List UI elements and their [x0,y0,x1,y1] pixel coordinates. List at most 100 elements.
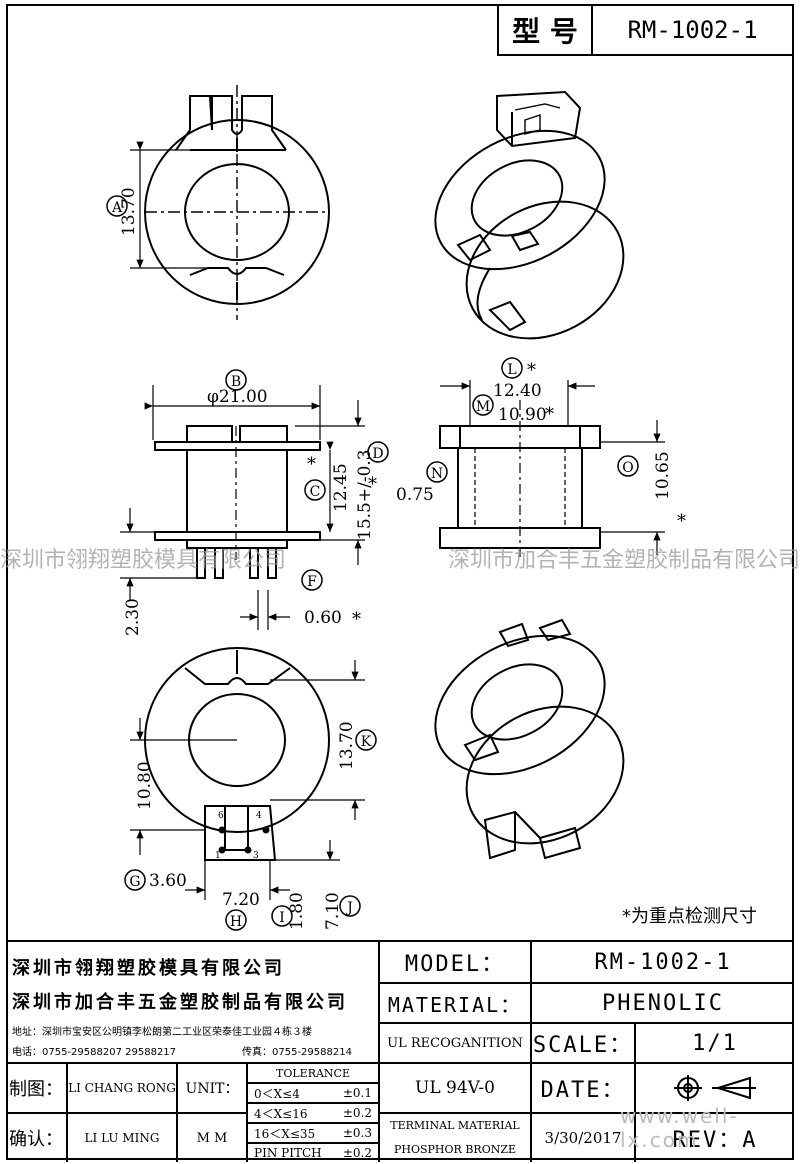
dim-7-20: 7.20 [222,890,260,910]
tolerance-row-1: 0＜X≤4 ±0.1 [246,1082,378,1102]
tolerance-value: ±0.1 [342,1086,372,1100]
dim-a-marker [106,195,128,217]
dim-j-marker [339,895,361,917]
tolerance-value: ±0.2 [342,1146,372,1160]
dim-l-star: * [527,360,536,381]
dim-o-letter: O [622,460,633,476]
dim-i-marker [271,905,293,927]
dim-3-60: 3.60 [149,871,187,891]
dim-h-marker [225,909,247,931]
dim-l-letter: L [507,362,516,378]
company-address: 地址：深圳市宝安区公明镇李松朗第二工业区荣泰佳工业园４栋３楼 [12,1026,312,1038]
iso-view-bottom [434,618,625,860]
dim-c-star: * [307,454,316,475]
dim-c-letter: C [310,484,321,500]
dim-d-star: * [368,474,377,495]
tolerance-range: 16＜X≤35 [254,1126,316,1141]
tolerance-range: 0＜X≤4 [254,1086,300,1101]
check-label: 确认： [6,1112,66,1162]
dim-0-75: 0.75 [396,485,434,505]
unit-label: UNIT： [176,1062,246,1112]
terminal-label: TERMINAL MATERIAL [378,1112,530,1137]
dim-0-60-star: * [352,609,361,630]
dim-7-10: 7.10 [323,892,343,930]
checked-by: LI LU MING [66,1112,176,1162]
rev-label: REV：A [634,1112,794,1162]
dim-d-letter: D [372,446,383,462]
model-label: MODEL： [378,942,530,982]
drawn-label: 制图： [6,1062,66,1112]
drawing-sheet [6,4,794,1160]
bottom-view [130,647,365,900]
dim-10-90: 10.90 [498,405,547,425]
dim-12-40: 12.40 [493,381,542,401]
dim-13-70-bot: 13.70 [337,721,357,770]
tolerance-row-3: 16＜X≤35 ±0.3 [246,1122,378,1142]
dim-d-marker [367,441,389,463]
dim-12-45: 12.45 [331,463,351,512]
dim-f-letter: F [307,574,317,590]
scale-label: SCALE： [530,1022,634,1062]
pin-label-3: 3 [253,851,259,861]
dim-h-letter: H [230,914,242,930]
key-dimension-note: *为重点检测尺寸 [622,906,757,927]
dim-n-marker [426,461,448,483]
dim-2-30: 2.30 [123,598,143,636]
technical-drawing: A 13.70 [106,85,686,931]
title-block: 深圳市翎翔塑胶模具有限公司 深圳市加合丰五金塑胶制品有限公司 地址：深圳市宝安区… [6,940,794,1162]
projection-icon [674,1075,756,1101]
pin-label-1: 1 [215,851,221,861]
model-header-label: 型 号 [499,6,593,54]
dim-n-letter: N [431,466,443,482]
tolerance-range: 4＜X≤16 [254,1106,308,1121]
dim-k-letter: K [361,734,372,750]
model-header-value: RM-1002-1 [627,16,758,44]
dim-g-letter: G [129,874,140,890]
dim-13-70-top: 13.70 [119,187,139,236]
date-label: DATE： [530,1062,634,1112]
pin-label-4: 4 [256,811,262,821]
tolerance-row-2: 4＜X≤16 ±0.2 [246,1102,378,1122]
terminal-value: PHOSPHOR BRONZE [378,1137,530,1162]
date-value: 3/30/2017 [530,1112,634,1162]
dim-10-65-star: * [677,511,686,532]
website-watermark: www.well-lx.com [620,1104,739,1152]
dim-21-00: φ21.00 [207,387,268,407]
dim-l-marker [501,357,523,379]
dim-f-marker [301,569,323,591]
dim-15-5: 15.5+/-0.3 [355,449,375,540]
tolerance-label: TOLERANCE [246,1062,378,1082]
front-view [120,385,365,630]
drawn-by: LI CHANG RONG [66,1062,176,1112]
dim-a-letter: A [111,200,123,216]
model-header-box: 型 号 RM-1002-1 [497,4,794,56]
tolerance-value: ±0.2 [342,1106,372,1120]
dim-m-marker [472,394,494,416]
dim-k-marker [355,729,377,751]
projection-symbol [634,1062,794,1112]
dim-b-marker [225,369,247,391]
model-value: RM-1002-1 [530,942,794,982]
dim-c-marker [304,479,326,501]
tolerance-range: PIN PITCH [254,1146,322,1160]
tolerance-row-4: PIN PITCH ±0.2 [246,1142,378,1162]
top-view [130,85,330,320]
pin-label-6: 6 [218,811,224,821]
company-name-1: 深圳市翎翔塑胶模具有限公司 [12,958,285,979]
dim-10-65: 10.65 [653,451,673,500]
dim-1-80: 1.80 [287,892,307,930]
ul-label: UL RECOGANITION [378,1022,530,1062]
company-name-2: 深圳市加合丰五金塑胶制品有限公司 [12,992,348,1013]
dim-0-60: 0.60 [304,608,342,628]
scale-value: 1/1 [634,1022,794,1062]
material-label: MATERIAL： [378,982,530,1022]
dim-10-80: 10.80 [135,761,155,810]
company-fax: 传真：0755-29588214 [242,1046,352,1058]
iso-view-top [434,90,625,340]
ul-value: UL 94V-0 [378,1062,530,1112]
dim-10-90-star: * [545,404,554,425]
material-value: PHENOLIC [530,982,794,1022]
dim-g-marker [124,869,146,891]
unit-value: M M [176,1112,246,1162]
dim-i-letter: I [279,910,285,926]
